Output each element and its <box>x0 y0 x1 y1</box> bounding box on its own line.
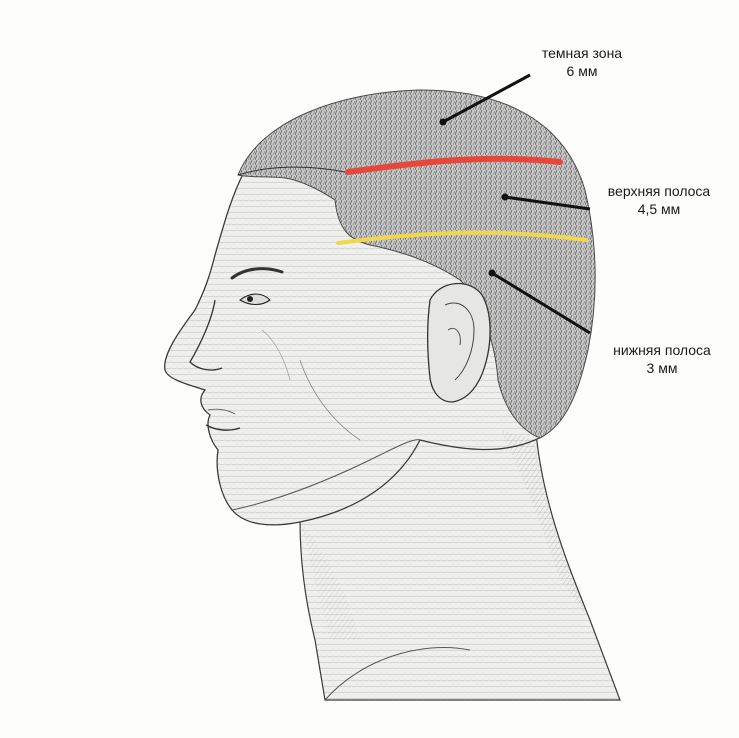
lower-band-title: нижняя полоса <box>596 341 728 359</box>
upper-band-value: 4,5 мм <box>592 200 726 218</box>
upper-band-title: верхняя полоса <box>592 182 726 200</box>
label-lower-band: нижняя полоса 3 мм <box>596 341 728 377</box>
dark-zone-title: темная зона <box>520 44 644 62</box>
lower-band-value: 3 мм <box>596 359 728 377</box>
label-upper-band: верхняя полоса 4,5 мм <box>592 182 726 218</box>
label-dark-zone: темная зона 6 мм <box>520 44 644 80</box>
dark-zone-value: 6 мм <box>520 62 644 80</box>
